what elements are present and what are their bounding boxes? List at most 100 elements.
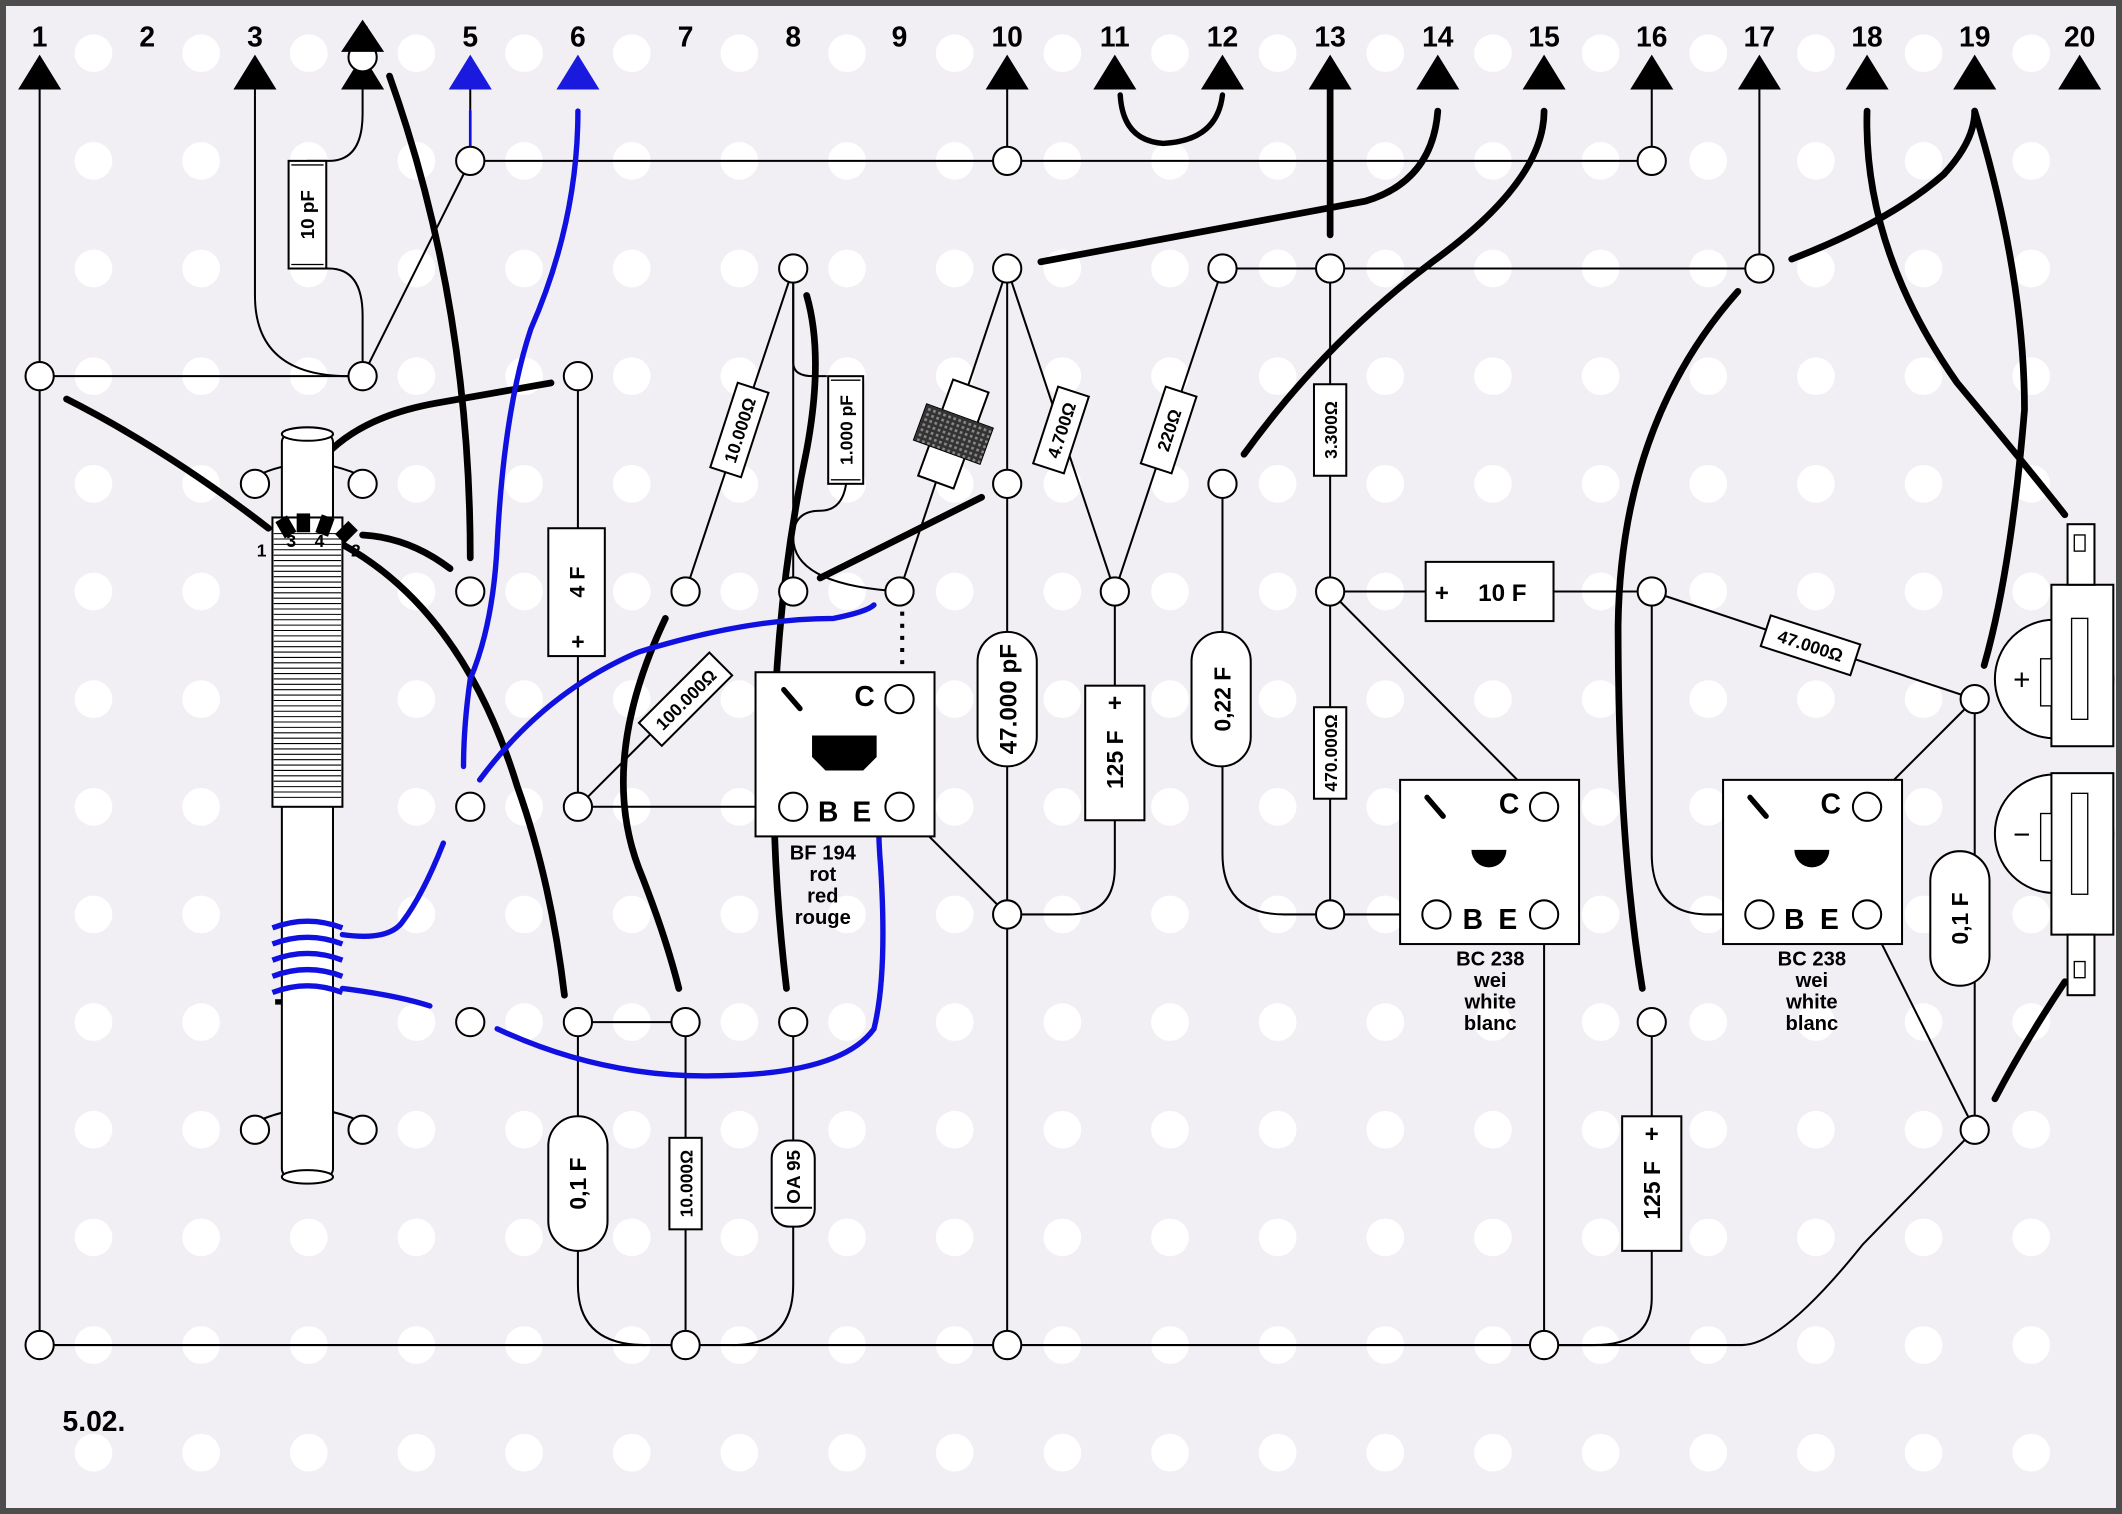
grid-dot [74, 572, 113, 611]
diode-oa95: OA 95 [770, 1139, 816, 1228]
earphone-jack: + − [1993, 523, 2115, 997]
capacitor-47000pf: 47.000 pF [976, 630, 1038, 768]
connection-nodes [24, 145, 1990, 1361]
grid-dot [828, 1110, 866, 1149]
grid-dot [1151, 249, 1189, 288]
connection-node [1636, 1006, 1667, 1038]
svg-text:OA 95: OA 95 [783, 1150, 804, 1204]
grid-dot [1689, 142, 1728, 180]
terminal-arrow-icon [233, 54, 277, 90]
connection-node [347, 468, 378, 499]
terminal-label: 3 [247, 20, 263, 52]
terminal-arrow-icon [1953, 54, 1997, 90]
grid-dot [935, 1433, 974, 1472]
grid-dot [1043, 1433, 1082, 1472]
grid-dot [1689, 1110, 1728, 1149]
terminal-arrow-icon [1308, 54, 1352, 90]
svg-text:blanc: blanc [1464, 1013, 1517, 1035]
grid-dot [182, 1218, 220, 1257]
grid-dot [1904, 572, 1943, 611]
grid-dot [1581, 895, 1620, 934]
capacitor-125f-a: 125 F + [1084, 684, 1146, 822]
grid-dot [74, 249, 113, 288]
grid-dot [1043, 572, 1082, 611]
grid-dot [74, 464, 113, 503]
svg-text:rouge: rouge [795, 907, 851, 929]
grid-dot [828, 249, 866, 288]
svg-text:C: C [1821, 788, 1841, 820]
connection-node [1744, 899, 1775, 930]
terminal-arrow-icon [1093, 54, 1137, 90]
svg-text:+: + [571, 628, 584, 654]
grid-dot [1904, 1110, 1943, 1149]
connection-node [1099, 576, 1130, 607]
svg-text:B: B [1463, 903, 1483, 935]
terminal-label: 9 [892, 20, 908, 52]
svg-text:125 F: 125 F [1639, 1161, 1665, 1219]
capacitors: 10 pF 1.000 pF 4 F + 47.000 pF 125 F + 0… [287, 159, 1991, 1252]
svg-text:0,1 F: 0,1 F [1947, 892, 1973, 944]
grid-dot [1904, 34, 1943, 73]
terminal-label: 10 [991, 20, 1022, 52]
grid-dot [2012, 142, 2051, 180]
connection-node [670, 1329, 701, 1361]
grid-dot [505, 1003, 543, 1041]
connection-node [670, 576, 701, 607]
terminal-label: 17 [1744, 20, 1775, 52]
grid-dot [1258, 572, 1297, 611]
grid-dot [1258, 680, 1297, 718]
grid-dot [1258, 787, 1297, 826]
grid-dot [1581, 1003, 1620, 1041]
resistor-47000: 47.000Ω [1759, 614, 1862, 677]
grid-dot [1797, 357, 1835, 396]
grid-dot [1581, 1110, 1620, 1149]
grid-dot [1474, 680, 1512, 718]
grid-dot [935, 680, 974, 718]
terminal-label: 13 [1314, 20, 1345, 52]
grid-dot [1366, 1110, 1405, 1149]
svg-text:10.000Ω: 10.000Ω [676, 1150, 696, 1217]
svg-text:B: B [818, 796, 838, 828]
connection-node [1314, 253, 1346, 284]
connection-node [992, 145, 1023, 177]
grid-dot [612, 357, 651, 396]
connection-node [1314, 576, 1346, 607]
connection-node [1528, 899, 1560, 930]
connection-node [1314, 899, 1346, 930]
grid-dot [720, 1433, 759, 1472]
connection-node [562, 361, 594, 392]
grid-dot [1797, 249, 1835, 288]
background-dot-grid [74, 34, 2051, 1472]
grid-dot [1043, 357, 1082, 396]
grid-dot [505, 1433, 543, 1472]
grid-dot [182, 680, 220, 718]
grid-dot [1474, 357, 1512, 396]
grid-dot [182, 1110, 220, 1149]
svg-text:1.000 pF: 1.000 pF [836, 395, 856, 465]
capacitor-10f: + 10 F [1424, 560, 1555, 623]
connection-node [992, 899, 1023, 930]
connection-node [1851, 899, 1883, 930]
svg-text:+: + [1435, 580, 1449, 607]
grid-dot [1474, 1433, 1512, 1472]
grid-dot [1151, 680, 1189, 718]
grid-dot [828, 895, 866, 934]
grid-dot [397, 1218, 436, 1257]
grid-dot [1689, 1218, 1728, 1257]
svg-text:blanc: blanc [1786, 1013, 1839, 1035]
grid-dot [182, 142, 220, 180]
grid-dot [1366, 464, 1405, 503]
grid-dot [1043, 787, 1082, 826]
connection-node [1207, 468, 1238, 499]
grid-dot [720, 895, 759, 934]
svg-text:BC 238: BC 238 [1456, 949, 1524, 971]
grid-dot [720, 572, 759, 611]
connection-node [1959, 1114, 1990, 1145]
grid-dot [1797, 680, 1835, 718]
grid-dot [1797, 1003, 1835, 1041]
grid-dot [1151, 357, 1189, 396]
grid-dot [1904, 787, 1943, 826]
coil-pin-label: 1 [257, 540, 267, 560]
grid-dot [74, 1218, 113, 1257]
capacitor-10pf: 10 pF [287, 159, 328, 270]
